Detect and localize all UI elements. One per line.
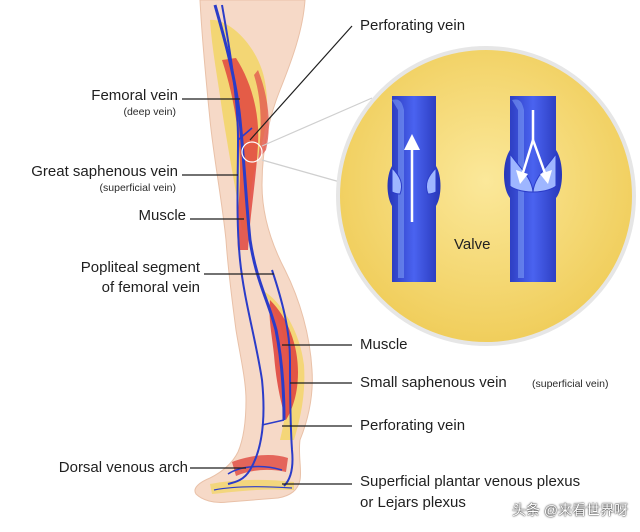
label-small-saphenous-sub: (superficial vein) <box>532 378 609 390</box>
dorsal-arch-path <box>227 465 283 475</box>
inset-circle <box>336 46 636 346</box>
perforator-lower <box>261 419 285 426</box>
label-femoral-vein: Femoral vein <box>91 87 178 104</box>
valve-inset <box>261 46 636 346</box>
label-perforating-vein-top: Perforating vein <box>360 17 466 34</box>
magnify-spot <box>241 141 263 163</box>
label-popliteal-line1: Popliteal segment <box>80 259 200 276</box>
thigh-muscle-2 <box>254 70 269 160</box>
closed-valve-tube <box>504 96 562 282</box>
perforator-upper <box>237 127 253 141</box>
label-great-saphenous-vein: Great saphenous vein <box>31 163 178 180</box>
label-perforating-vein-bottom: Perforating vein <box>360 417 466 434</box>
label-muscle-right: Muscle <box>360 336 408 353</box>
label-great-saphenous-sub: (superficial vein) <box>99 182 176 194</box>
label-femoral-vein-sub: (deep vein) <box>123 106 176 118</box>
plantar-plexus-path <box>213 486 293 491</box>
leader-perforating-top <box>249 25 353 141</box>
great-saphenous-path <box>221 4 265 485</box>
label-popliteal-line2: of femoral vein <box>101 279 200 296</box>
foot-muscle <box>232 455 288 476</box>
label-small-saphenous-vein: Small saphenous vein <box>360 374 507 391</box>
label-dorsal-venous-arch: Dorsal venous arch <box>58 459 188 476</box>
label-plantar-line1: Superficial plantar venous plexus <box>360 473 581 490</box>
watermark-text: 头条 @来看世界呀 <box>512 502 629 518</box>
thigh-muscle <box>222 58 259 250</box>
open-valve-tube <box>387 96 441 282</box>
label-plantar-line2: or Lejars plexus <box>360 494 466 511</box>
leader-lines <box>182 25 353 485</box>
callout-line-bottom <box>261 159 341 183</box>
calf-fat <box>262 290 305 440</box>
leg-illustration <box>194 0 313 503</box>
small-saphenous-path <box>271 269 294 487</box>
label-valve: Valve <box>454 236 491 253</box>
callout-line-top <box>261 97 373 147</box>
label-muscle-left: Muscle <box>138 207 186 224</box>
